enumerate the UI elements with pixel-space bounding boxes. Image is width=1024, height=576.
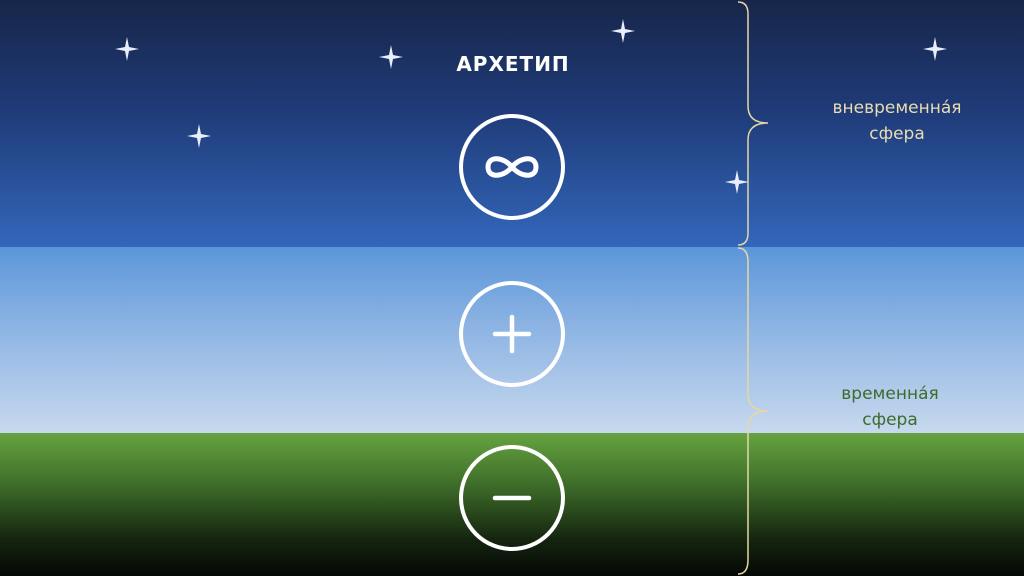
night-sky-band bbox=[0, 0, 1024, 247]
star-icon bbox=[724, 169, 750, 195]
star-icon bbox=[922, 36, 948, 62]
temporal-sphere-label-line2: сфера bbox=[862, 410, 918, 430]
timeless-sphere-label: вневременна́я сфера bbox=[832, 95, 961, 147]
minus-icon bbox=[458, 444, 566, 552]
plus-icon bbox=[458, 280, 566, 388]
star-icon bbox=[378, 44, 404, 70]
timeless-sphere-label-line2: сфера bbox=[869, 124, 925, 144]
star-icon bbox=[610, 18, 636, 44]
star-icon bbox=[186, 123, 212, 149]
infinity-icon bbox=[458, 113, 566, 221]
ground-band bbox=[0, 433, 1024, 576]
temporal-sphere-label: временна́я сфера bbox=[841, 381, 938, 433]
timeless-sphere-label-line1: вневременна́я bbox=[832, 98, 962, 118]
timeless-sphere-brace bbox=[734, 1, 790, 246]
temporal-sphere-brace bbox=[734, 247, 790, 575]
star-icon bbox=[114, 36, 140, 62]
archetype-title: АРХЕТИП bbox=[456, 52, 570, 76]
temporal-sphere-label-line1: временна́я bbox=[841, 384, 939, 404]
